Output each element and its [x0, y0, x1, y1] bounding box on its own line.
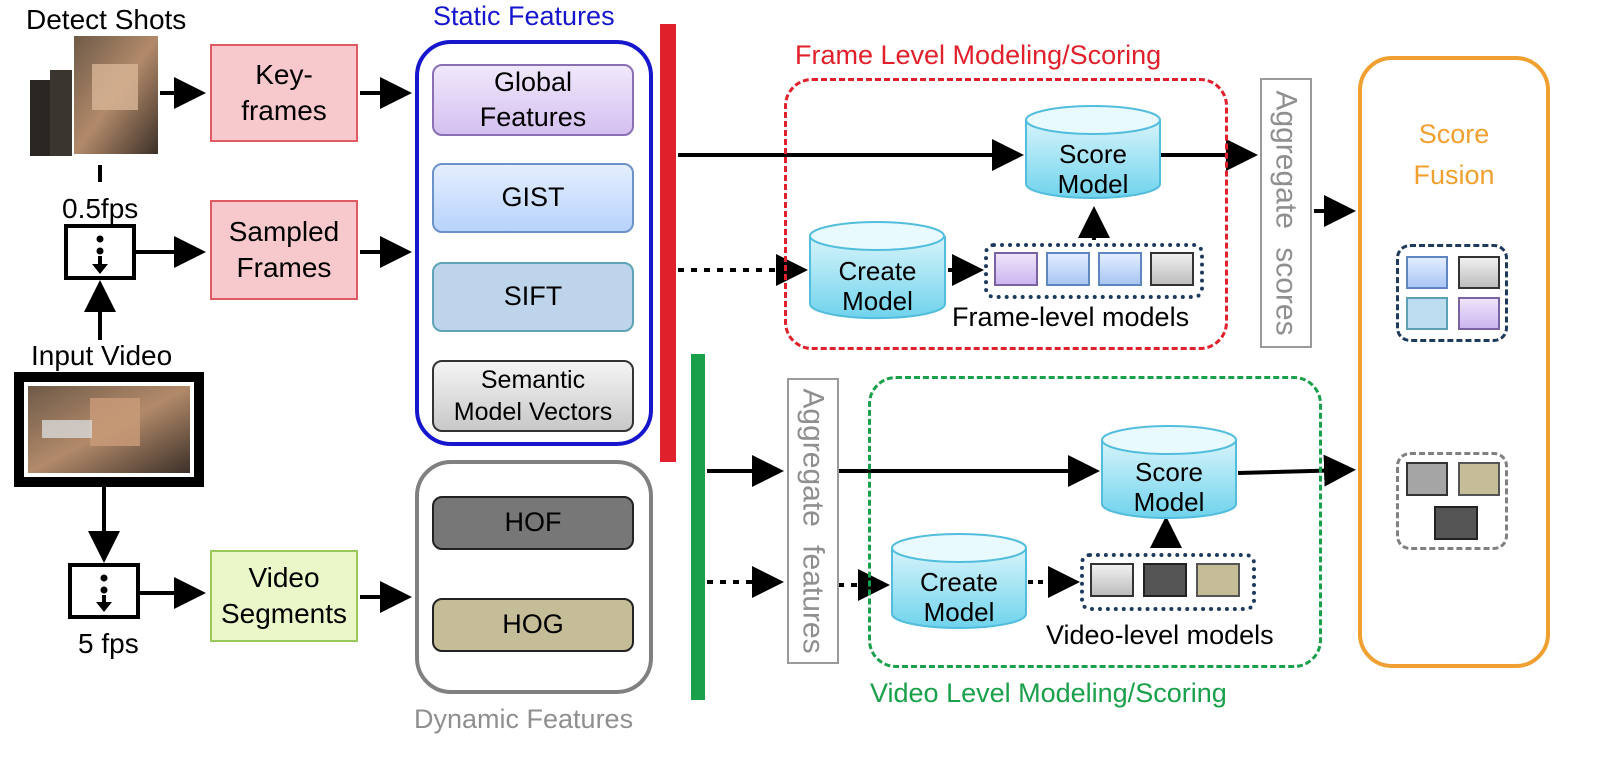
frame-create-model-label: Create Model [838, 256, 917, 316]
video-model-swatch [1090, 563, 1134, 597]
video-model-swatch [1143, 563, 1187, 597]
frame-model-swatch [994, 252, 1038, 286]
film-frames-icon [30, 36, 158, 156]
fusion-score-swatch [1434, 506, 1478, 540]
video-level-region [868, 376, 1322, 668]
fusion-score-swatch [1406, 256, 1448, 289]
fusion-score-swatch [1406, 297, 1448, 330]
frame-scores-cluster [1396, 244, 1508, 342]
sampler-icon [64, 224, 136, 280]
database-cylinder-icon [891, 533, 1027, 629]
score-fusion-group [1358, 56, 1550, 668]
video-thumbnail-icon [14, 372, 204, 487]
detect-shots-label: Detect Shots [26, 4, 187, 35]
aggregate-features-box: Aggregate features [787, 378, 839, 664]
video-segments-box: Video Segments [210, 550, 358, 642]
database-cylinder-icon [809, 221, 946, 320]
fusion-score-swatch [1458, 462, 1500, 496]
sampler-icon [68, 563, 140, 619]
aggregate-scores-label: Aggregate scores [1270, 90, 1304, 336]
database-cylinder-icon [1101, 425, 1237, 519]
input-video-label: Input Video [31, 340, 173, 371]
dynamic-features-title: Dynamic Features [414, 704, 634, 734]
dynamic-features-group [415, 460, 653, 694]
frame-model-swatch [1046, 252, 1090, 286]
frame-level-models-label: Frame-level models [952, 302, 1190, 332]
keyframes-box: Key- frames [210, 44, 358, 142]
fusion-score-swatch [1458, 297, 1500, 330]
global-features-box: Global Features [432, 64, 634, 136]
static-features-title: Static Features [433, 1, 615, 31]
video-feature-bar [691, 354, 705, 700]
video-scores-cluster [1396, 452, 1508, 550]
database-cylinder-icon [1025, 105, 1161, 199]
aggregate-features-label: Aggregate features [797, 388, 830, 654]
score-fusion-label: Score Fusion [1413, 119, 1495, 190]
sampled-frames-box: Sampled Frames [210, 200, 358, 300]
keyframe-rate-label: 0.5fps [62, 193, 139, 224]
hof-box: HOF [432, 496, 634, 550]
semantic-model-vectors-box: Semantic Model Vectors [432, 360, 634, 432]
video-level-models-label: Video-level models [1046, 620, 1274, 650]
static-features-group [415, 40, 653, 446]
video-create-model-label: Create Model [919, 567, 999, 627]
frame-model-swatch [1098, 252, 1142, 286]
frame-models-container [984, 243, 1204, 299]
frame-level-title: Frame Level Modeling/Scoring [795, 40, 1162, 70]
hog-box: HOG [432, 598, 634, 652]
video-level-title: Video Level Modeling/Scoring [870, 678, 1227, 708]
fusion-score-swatch [1458, 256, 1500, 289]
video-model-swatch [1196, 563, 1240, 597]
sift-box: SIFT [432, 262, 634, 332]
frame-feature-bar [660, 24, 676, 462]
gist-box: GIST [432, 163, 634, 233]
frame-model-swatch [1150, 252, 1194, 286]
frame-score-model-label: Score Model [1057, 139, 1129, 199]
fusion-score-swatch [1406, 462, 1448, 496]
video-models-container [1080, 553, 1256, 611]
aggregate-scores-box: Aggregate scores [1260, 78, 1312, 348]
video-rate-label: 5 fps [78, 628, 139, 659]
frame-level-region [784, 78, 1228, 350]
video-score-model-label: Score Model [1133, 457, 1205, 517]
